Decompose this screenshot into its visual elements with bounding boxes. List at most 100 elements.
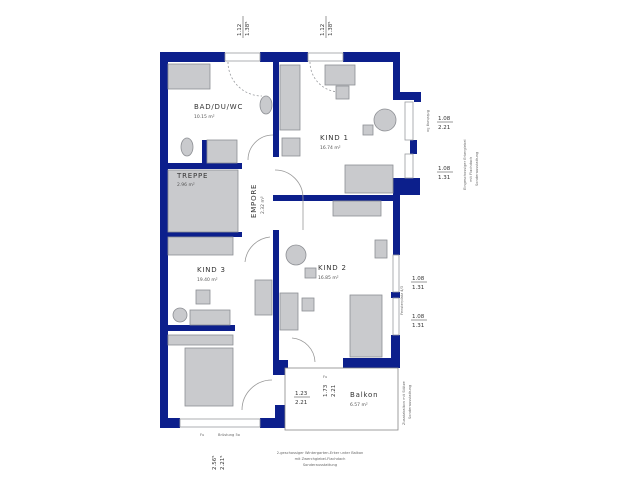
wall-bottom [275, 405, 285, 428]
stool [362, 124, 374, 136]
dim-top: 1.12 [320, 24, 326, 36]
dim-bottom: 2.21 [438, 125, 450, 131]
wall-right [391, 292, 400, 298]
wall-corner [273, 360, 288, 375]
wardrobe [279, 64, 301, 131]
shelf [374, 239, 388, 259]
dim-bottom: 2.21 [331, 385, 337, 397]
dim-bottom: 2.21 [295, 400, 307, 406]
plant [172, 307, 188, 323]
window [224, 52, 261, 62]
dim-top: 1.12 [237, 24, 243, 36]
dim-top: 1.08 [438, 166, 451, 172]
wall-kind1-kind2 [273, 195, 393, 201]
chair [335, 85, 350, 100]
window [404, 101, 414, 141]
doors [227, 61, 341, 411]
note-line: Eingeschossiger Erkergiebel [463, 139, 467, 190]
room-area: 16.74 m² [320, 145, 341, 151]
wall-bay [414, 92, 421, 102]
note-line: mit Flachdach [469, 157, 473, 182]
room-area: 10.15 m² [194, 114, 215, 120]
wall-bottom [260, 418, 285, 428]
wall-stairs-top [160, 163, 242, 169]
door-swing [227, 61, 263, 97]
bruestung-label: Brüstung 5o [218, 433, 240, 437]
wall-top [343, 52, 395, 62]
dim-bottom: 1.38⁵ [327, 22, 334, 36]
door-swing[interactable] [244, 236, 271, 263]
wardrobe [167, 236, 234, 256]
wall-kind2-left [273, 230, 279, 375]
furniture [167, 63, 397, 407]
room-area: 2.96 m² [177, 182, 195, 188]
window [392, 254, 400, 293]
stool [304, 267, 317, 279]
note-line: Sonderausstattung [475, 152, 479, 186]
wall-left [160, 52, 168, 428]
dim-bottom: 1.31 [438, 175, 450, 181]
dim-top: 1.73 [323, 384, 329, 397]
dim-bottom: 1.38⁵ [244, 22, 251, 36]
room-name: KIND 2 [318, 264, 347, 272]
walls [160, 52, 421, 428]
wall-bay [393, 92, 421, 100]
wall-right [393, 195, 400, 255]
room-name: KIND 1 [320, 134, 349, 142]
desk [324, 64, 356, 86]
note-line: Sonderausstattung [408, 385, 412, 419]
room-name: KIND 3 [197, 266, 226, 274]
dim-top: 2.56⁵ [211, 456, 218, 470]
door-swing[interactable] [291, 337, 316, 363]
door-swing[interactable] [241, 379, 273, 411]
dim-bottom: 1.31 [412, 323, 424, 329]
door-swing[interactable] [274, 169, 304, 230]
door-swing[interactable] [247, 134, 274, 161]
bed [349, 294, 383, 358]
balcony-outline [284, 367, 399, 431]
dim-top: 1.08 [438, 116, 451, 122]
wall-kind2-bottom [343, 358, 400, 368]
room-name: BAD/DU/WC [194, 103, 243, 111]
staircase[interactable] [167, 169, 239, 233]
window [307, 52, 344, 62]
wall-top [260, 52, 308, 62]
bruestung-label: Brüstung 5o [426, 110, 430, 132]
note-line: Zusatzbalkon mit Stütze [402, 381, 406, 425]
door-swing [309, 61, 341, 93]
dim-top: 1.08 [412, 276, 425, 282]
shelf [281, 137, 301, 157]
wall-right [391, 335, 400, 368]
room-area: 6.57 m² [350, 402, 368, 408]
round-chair [373, 108, 397, 132]
wall-bay [410, 140, 417, 154]
chair [195, 289, 211, 305]
bathtub [167, 63, 211, 90]
wall-kind3 [160, 325, 235, 331]
wall-stairs-bottom [160, 232, 242, 237]
notes: Brüstung 5o Eingeschossiger Erkergiebel … [200, 110, 479, 467]
dim-top: 1.23 [295, 391, 308, 397]
sideboard [167, 334, 234, 346]
window [392, 297, 400, 336]
washbasin [259, 95, 273, 115]
chair [301, 297, 315, 312]
wall-bay [393, 178, 420, 195]
desk [279, 292, 299, 331]
room-labels: BAD/DU/WC 10.15 m² KIND 1 16.74 m² TREPP… [176, 103, 378, 408]
wardrobe [332, 200, 382, 217]
shelf [254, 279, 273, 316]
window [179, 418, 261, 428]
dim-top: 1.08 [412, 314, 425, 320]
dim-bottom: 2.21⁵ [219, 456, 226, 470]
shower [206, 139, 238, 164]
room-name: Balkon [350, 391, 378, 399]
wall-right [393, 52, 400, 97]
bed [344, 164, 394, 194]
wall-top [160, 52, 225, 62]
dim-bottom: 1.31 [412, 285, 424, 291]
dimensions: 1.12 1.38⁵ 1.12 1.38⁵ 1.08 2.21 1.08 1.3… [211, 16, 453, 470]
room-area: 2.32 m² [260, 196, 266, 214]
windows [179, 52, 414, 431]
